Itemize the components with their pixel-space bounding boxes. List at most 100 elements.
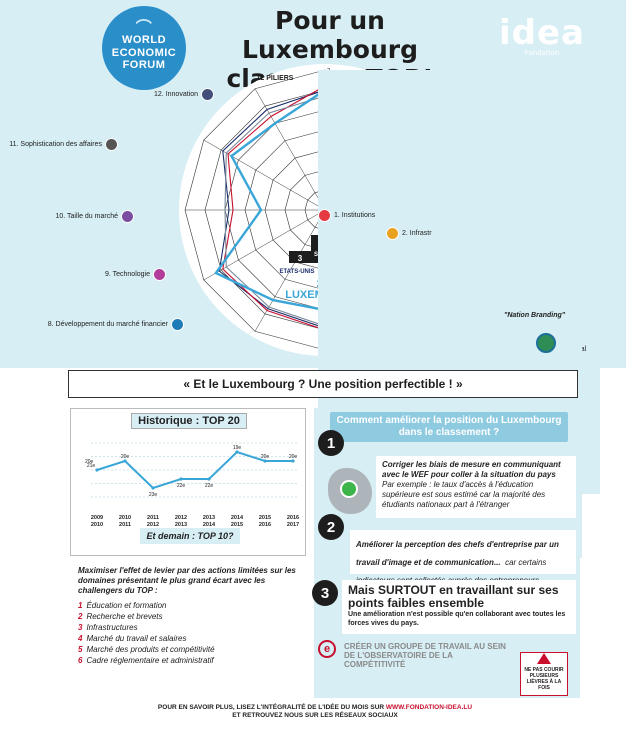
title-line-1: Pour un Luxembourg	[242, 6, 418, 64]
step-3-big: Mais SURTOUT en travaillant sur ses poin…	[348, 583, 559, 610]
history-rank-label: 21e	[87, 463, 96, 469]
pillar-label-11: 11. Sophistication des affaires	[9, 138, 118, 151]
radar-spoke	[203, 139, 326, 211]
banner: « Et le Luxembourg ? Une position perfec…	[68, 370, 578, 398]
radar-spoke	[254, 209, 326, 332]
year-label-top: 2015	[259, 515, 271, 521]
item-text: Éducation et formation	[86, 601, 167, 610]
history-point	[95, 468, 99, 472]
historique-title: Historique : TOP 20	[131, 413, 247, 429]
history-rank-label: 20e	[121, 454, 130, 460]
wef-line-2: ECONOMIC	[111, 46, 177, 59]
history-point	[151, 486, 155, 490]
idea-sub: Fondation	[524, 49, 560, 57]
item-text: Marché des produits et compétitivité	[86, 645, 215, 654]
item-number: 1	[78, 601, 83, 610]
pillar-icon	[121, 210, 134, 223]
pillar-icon	[105, 138, 118, 151]
year-label-bottom: 2016	[259, 522, 271, 528]
year-label-top: 2012	[175, 515, 187, 521]
step-1-card: Corriger les biais de mesure en communiq…	[376, 456, 576, 518]
pillar-label-8: 8. Développement du marché financier	[48, 318, 184, 331]
podium-third-name: ETATS-UNIS	[279, 269, 314, 275]
footer-link[interactable]: WWW.FONDATION-IDEA.LU	[385, 704, 473, 711]
pillar-icon	[318, 208, 331, 222]
year-label-bottom: 2014	[203, 522, 216, 528]
piliers-label: 12 PILIERS	[257, 75, 294, 82]
year-label-bottom: 2012	[147, 522, 159, 528]
item-text: Infrastructures	[86, 623, 138, 632]
year-label-bottom: 2015	[231, 522, 243, 528]
podium-third-rank: 3	[298, 254, 303, 263]
history-rank-label: 22e	[205, 483, 214, 489]
year-label-top: 2014	[231, 515, 244, 521]
step-1-bold: Corriger les biais de mesure en communiq…	[382, 460, 561, 479]
year-label-top: 2013	[203, 515, 215, 521]
improve-title: Comment améliorer la position du Luxembo…	[330, 412, 568, 442]
demain-label: Et demain : TOP 10?	[140, 528, 240, 544]
wef-line-3: FORUM	[122, 59, 166, 72]
pillar-text: 11. Sophistication des affaires	[9, 141, 102, 148]
y-marker: 20e	[85, 459, 94, 465]
radar-spoke	[254, 88, 326, 211]
pillar-text: 2. Infrastructures	[402, 229, 455, 237]
idea-logo: idea Fondation	[492, 13, 592, 58]
creer-groupe: CRÉER UN GROUPE DE TRAVAIL AU SEIN DE L'…	[344, 642, 506, 669]
year-label-bottom: 2013	[175, 522, 187, 528]
step-3-card: Mais SURTOUT en travaillant sur ses poin…	[342, 580, 576, 634]
pillar-icon	[171, 318, 184, 331]
history-rank-label: 23e	[149, 492, 158, 498]
pillar-text: 8. Développement du marché financier	[47, 321, 168, 328]
pillar-icon	[201, 88, 214, 101]
podium-third	[289, 251, 311, 263]
step-1-text: Par exemple : le taux d'accès à l'éducat…	[382, 480, 546, 509]
footer-line-2: ET RETROUVEZ NOUS SUR LES RÉSEAUX SOCIAU…	[232, 712, 398, 719]
item-text: Marché du travail et salaires	[86, 634, 187, 643]
year-label-top: 2011	[147, 515, 159, 521]
nation-branding-label: "Nation Branding"	[504, 312, 566, 319]
pillar-label-12: 12. Innovation	[154, 88, 214, 101]
item-number: 2	[78, 612, 83, 621]
footer-text: POUR EN SAVOIR PLUS, LISEZ L'INTÉGRALITÉ…	[157, 704, 386, 711]
pillar-icon	[386, 226, 399, 240]
history-point	[123, 459, 127, 463]
warning-icon	[537, 653, 551, 664]
year-label-top: 2016	[287, 515, 299, 521]
history-line	[96, 450, 293, 490]
history-point	[263, 459, 267, 463]
year-label-bottom: 2010	[91, 522, 103, 528]
globe-icon	[536, 333, 556, 353]
step-3-small: Une amélioration n'est possible qu'en co…	[348, 611, 566, 627]
step-2-card: Améliorer la perception des chefs d'entr…	[350, 530, 576, 585]
challengers-panel: Maximiser l'effet de levier par des acti…	[70, 560, 306, 696]
history-point	[179, 477, 183, 481]
history-point	[235, 450, 239, 454]
history-point	[207, 477, 211, 481]
radar-spoke	[203, 209, 326, 281]
wef-logo: ⌒ WORLD ECONOMIC FORUM	[102, 6, 186, 90]
history-rank-label: 20e	[289, 454, 298, 460]
pillar-text: 9. Technologie	[104, 271, 150, 278]
item-text: Recherche et brevets	[86, 612, 163, 621]
history-point	[291, 459, 295, 463]
pillar-label-9: 9. Technologie	[105, 268, 166, 281]
idea-wordmark: idea	[499, 13, 585, 53]
pillar-text: 12. Innovation	[154, 91, 198, 98]
pillar-label-10: 10. Taille du marché	[55, 210, 134, 223]
wef-line-1: WORLD	[121, 34, 167, 47]
challengers-intro: Maximiser l'effet de levier par des acti…	[78, 566, 296, 595]
history-rank-label: 19e	[233, 445, 242, 451]
year-label-bottom: 2017	[287, 522, 299, 528]
history-rank-label: 20e	[261, 454, 270, 460]
history-rank-label: 22e	[177, 483, 186, 489]
item-number: 3	[78, 623, 83, 632]
pillar-text: 10. Taille du marché	[55, 213, 118, 220]
item-number: 4	[78, 634, 83, 643]
step-3-number: 3	[312, 580, 338, 606]
